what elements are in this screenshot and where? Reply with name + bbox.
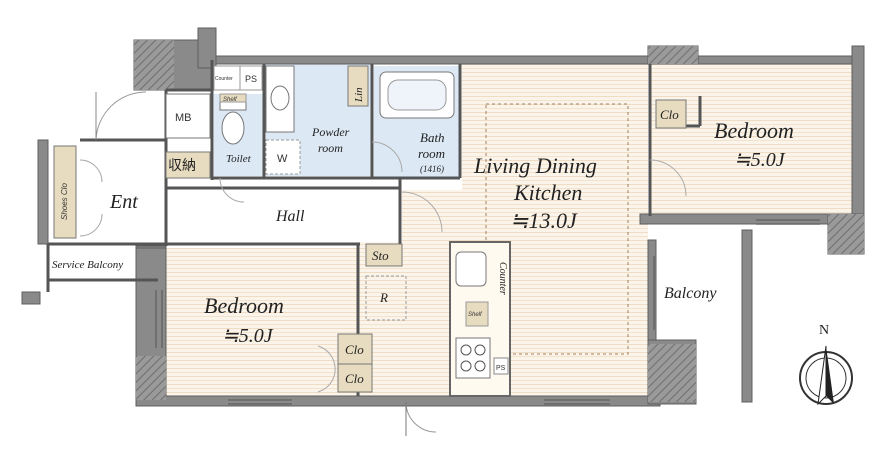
entrance-label: Ent (109, 191, 138, 213)
compass-north-label: N (819, 323, 829, 338)
closet-left-2 (337, 363, 373, 393)
hall-label: Hall (275, 208, 305, 225)
bedroom-right-floor (650, 62, 852, 217)
ldk-ceiling-outline (485, 103, 629, 355)
ps-top-label: PS (245, 74, 257, 84)
sto-label: Sto (372, 248, 389, 263)
ps-kitchen (493, 357, 509, 375)
burner-2 (474, 344, 486, 356)
counter-small (213, 65, 241, 91)
mb-box (165, 93, 211, 139)
powder-label-line2: room (318, 141, 343, 155)
storage-label: 収納 (168, 158, 196, 174)
toilet-shelf-label: Shelf (223, 97, 238, 103)
compass-needle-half (817, 345, 827, 406)
toilet-shelf (219, 93, 247, 103)
hall-door-arc (401, 191, 443, 233)
refrigerator-space (365, 275, 407, 321)
washer-space (265, 139, 301, 175)
closet-right (655, 99, 687, 129)
shoe-door-arc-2 (79, 213, 103, 237)
ldk-label-line2: Kitchen (513, 180, 582, 205)
bath-label-line1: Bath (420, 130, 445, 145)
closet-left-1 (337, 333, 373, 365)
closet-right-label: Clo (660, 107, 679, 122)
toilet-door-arc (219, 177, 245, 203)
wall-corner-top-left (134, 40, 174, 90)
burner-4 (474, 360, 486, 372)
ps-top (239, 65, 263, 91)
stove (455, 337, 491, 379)
storage-sto (365, 243, 403, 267)
bedroom-right-label: Bedroom (714, 118, 794, 143)
partitions (46, 60, 702, 396)
bath-size: (1416) (420, 164, 444, 174)
kitchen-shelf (465, 301, 489, 327)
balcony-label: Balcony (664, 285, 717, 302)
bedroom-left-floor (166, 248, 358, 396)
shoe-door-arc-1 (79, 159, 103, 183)
linen-label: Lin (353, 87, 365, 103)
hall-floor (166, 190, 402, 242)
wall-corner-left-bottom (136, 356, 166, 400)
wall-corner-right (828, 214, 864, 254)
burner-3 (460, 360, 472, 372)
sink (455, 251, 487, 287)
closet-left-1-label: Clo (345, 342, 364, 357)
ldk-area: ≒13.0J (510, 208, 578, 233)
wall-corner-balcony (648, 344, 696, 402)
burner-1 (460, 344, 472, 356)
shoes-closet-label: Shoes Clo (60, 183, 69, 220)
linen-closet (347, 65, 369, 107)
wall-corner-top-right (648, 46, 698, 64)
entrance-floor (80, 140, 166, 240)
toilet-bowl (221, 111, 245, 145)
bath-label-line2: room (418, 146, 445, 161)
bedroom-right-area: ≒5.0J (734, 149, 786, 171)
kitchen-shelf-label: Shelf (468, 312, 483, 318)
counter-label: Counter (497, 262, 508, 295)
mb-label: MB (175, 112, 192, 124)
washbasin (270, 85, 290, 111)
bathtub-inner (387, 79, 447, 111)
storage-closet (165, 151, 211, 179)
closet-left-2-label: Clo (345, 371, 364, 386)
compass: N (799, 323, 853, 406)
service-balcony-label: Service Balcony (52, 259, 123, 271)
r-label: R (379, 290, 388, 305)
toilet-label: Toilet (226, 153, 252, 165)
powder-door-arc (371, 141, 403, 173)
bedroom-left-label: Bedroom (204, 293, 284, 318)
ldk-label-line1: Living Dining (473, 153, 597, 178)
entrance-door-arc (95, 91, 147, 141)
shoes-closet (53, 145, 77, 239)
ps-kitchen-label: PS (496, 365, 506, 372)
bedroom-left-door-arc (317, 345, 336, 393)
counter-small-label: Counter (215, 76, 233, 82)
windows (155, 219, 820, 405)
bedroom-right-door-arc (649, 159, 687, 197)
bedroom-left-area: ≒5.0J (222, 325, 274, 347)
washer-label: W (277, 153, 288, 165)
powder-label-line1: Powder (311, 125, 350, 139)
